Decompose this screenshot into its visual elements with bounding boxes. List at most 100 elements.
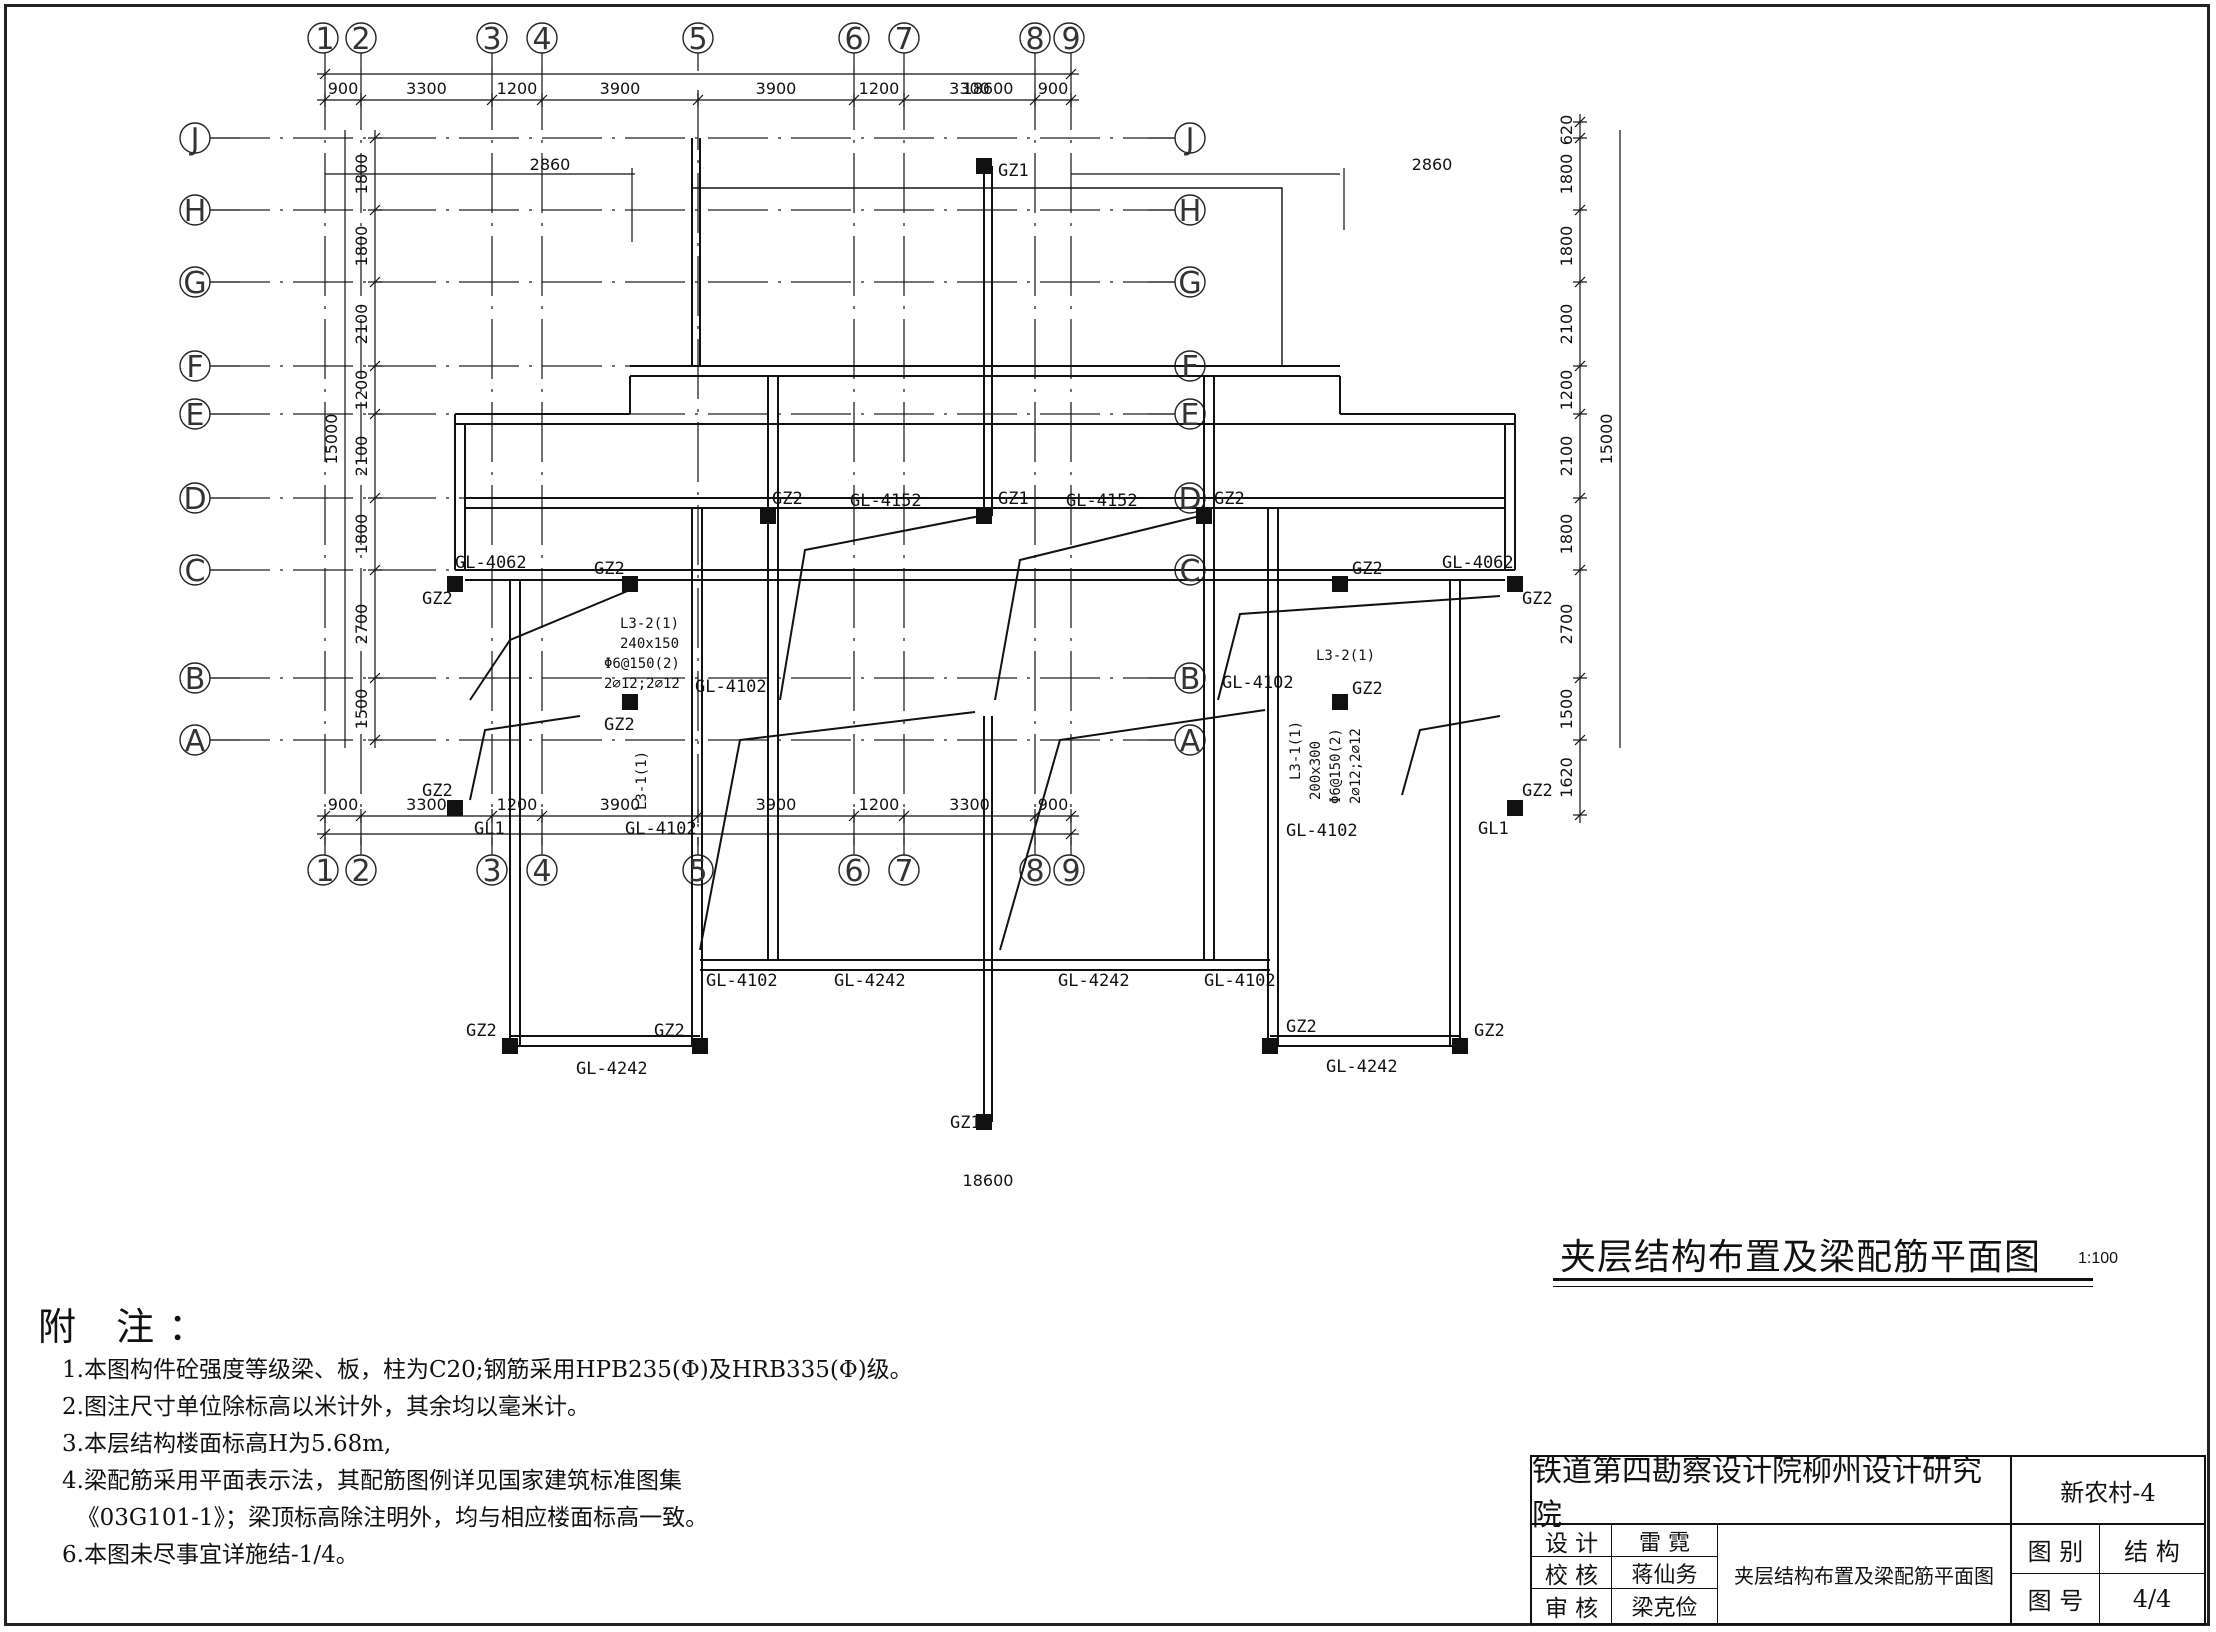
- beam-outline: [469, 589, 631, 701]
- axis-letter: H: [184, 194, 207, 229]
- dim-slash: [369, 360, 381, 372]
- column-marker: [1332, 576, 1348, 592]
- note-item: 1.本图构件砼强度等级梁、板，柱为C20;钢筋采用HPB235(Φ)及HRB33…: [62, 1357, 913, 1383]
- note-item: 4.梁配筋采用平面表示法，其配筋图例详见国家建筑标准图集: [62, 1468, 682, 1494]
- dim-slash: [1574, 116, 1586, 128]
- dim-slash: [1574, 408, 1586, 420]
- beam-spec-stirrup: Φ6@150(2): [1328, 728, 1344, 804]
- review-label: 审 核: [1532, 1589, 1612, 1623]
- axis-bubble: [1053, 854, 1085, 886]
- dim-slash: [1574, 204, 1586, 216]
- beam-label: GL1: [1478, 819, 1509, 839]
- beam-outline: [779, 515, 981, 701]
- dim-value: 3900: [756, 79, 797, 98]
- axis-letter: J: [189, 122, 200, 157]
- dim-slash: [1029, 810, 1041, 822]
- dim-slash: [1574, 734, 1586, 746]
- column-label: GZ2: [772, 489, 803, 509]
- column-marker: [976, 508, 992, 524]
- dim-slash: [369, 672, 381, 684]
- axis-letter: D: [183, 482, 206, 517]
- column-marker: [1332, 694, 1348, 710]
- dim-slash: [355, 810, 367, 822]
- beam-label: GL-4102: [706, 971, 778, 991]
- axis-letter: G: [183, 266, 206, 301]
- dim-value: 1800: [352, 226, 371, 267]
- dim-value: 2860: [1412, 155, 1453, 174]
- column-label: GZ2: [654, 1021, 685, 1041]
- axis-letter: B: [1180, 662, 1201, 697]
- beam-label: GL-4062: [1442, 553, 1514, 573]
- dim-value: 1200: [497, 795, 538, 814]
- column-marker: [1196, 508, 1212, 524]
- beam-label: GL-4102: [1222, 673, 1294, 693]
- beam-label: GL-4062: [455, 553, 527, 573]
- dim-slash: [1574, 564, 1586, 576]
- dim-slash: [319, 810, 331, 822]
- dim-slash: [369, 276, 381, 288]
- dim-value: 1200: [859, 795, 900, 814]
- category-label: 图 别: [2012, 1525, 2100, 1574]
- axis-letter: A: [185, 724, 206, 759]
- dim-total: 15000: [322, 414, 341, 465]
- design-label: 设 计: [1532, 1525, 1612, 1557]
- dim-slash: [1574, 672, 1586, 684]
- project-name: 新农村-4: [2012, 1457, 2204, 1525]
- dim-slash: [355, 94, 367, 106]
- dim-value: 1620: [1557, 757, 1576, 798]
- axis-number: 9: [1061, 22, 1080, 57]
- beam-spec-bars: 2⌀12;2⌀12: [604, 676, 680, 692]
- dim-value: 620: [1557, 115, 1576, 146]
- column-marker: [1507, 800, 1523, 816]
- dim-value: 2700: [1557, 604, 1576, 645]
- column-marker: [502, 1038, 518, 1054]
- number-value: 4/4: [2132, 1584, 2172, 1613]
- dim-slash: [536, 810, 548, 822]
- dim-slash: [692, 810, 704, 822]
- dim-slash: [369, 132, 381, 144]
- column-label: GZ2: [1286, 1017, 1317, 1037]
- axis-bubble: [307, 22, 339, 54]
- beam-spec-label: L3-1(1): [1288, 721, 1304, 780]
- dim-total: 18600: [963, 79, 1014, 98]
- column-label: GZ1: [998, 161, 1029, 181]
- dim-slash: [1574, 360, 1586, 372]
- axis-bubble: [307, 854, 339, 886]
- column-label: GZ2: [1522, 781, 1553, 801]
- dim-slash: [848, 94, 860, 106]
- dim-slash: [369, 564, 381, 576]
- title-underline-thin: [1553, 1286, 2093, 1287]
- column-label: GZ2: [604, 715, 635, 735]
- institute-name: 铁道第四勘察设计院柳州设计研究院: [1532, 1454, 2012, 1533]
- column-marker: [622, 694, 638, 710]
- beam-label: GL-4242: [834, 971, 906, 991]
- beam-label: GL-4242: [1326, 1057, 1398, 1077]
- dim-value: 1500: [1557, 689, 1576, 730]
- dim-value: 1200: [1557, 370, 1576, 411]
- axis-letter: E: [1181, 398, 1200, 433]
- dim-value: 2860: [530, 155, 571, 174]
- dim-slash: [898, 94, 910, 106]
- axis-number: 6: [844, 854, 863, 889]
- beam-outline: [469, 715, 581, 801]
- column-marker: [1452, 1038, 1468, 1054]
- axis-number: 8: [1025, 22, 1044, 57]
- beam-spec-label: L3-2(1): [620, 616, 679, 632]
- title-underline: [1553, 1278, 2093, 1281]
- beam-label: GL-4102: [625, 819, 697, 839]
- dim-slash: [1574, 492, 1586, 504]
- note-item: 《03G101-1》；梁顶标高除注明外，均与相应楼面标高一致。: [62, 1505, 709, 1531]
- column-label: GZ2: [422, 589, 453, 609]
- dim-value: 900: [1038, 795, 1069, 814]
- dim-value: 2100: [352, 436, 371, 477]
- dim-slash: [1574, 809, 1586, 821]
- beam-label: GL-4102: [1286, 821, 1358, 841]
- dim-value: 2100: [1557, 304, 1576, 345]
- axis-letter: D: [1178, 482, 1201, 517]
- drawing-name-cell: 夹层结构布置及梁配筋平面图: [1718, 1525, 2012, 1623]
- dim-value: 1200: [859, 79, 900, 98]
- dim-slash: [1029, 94, 1041, 106]
- axis-letter: G: [1178, 266, 1201, 301]
- axis-number: 2: [351, 854, 370, 889]
- axis-number: 7: [894, 22, 913, 57]
